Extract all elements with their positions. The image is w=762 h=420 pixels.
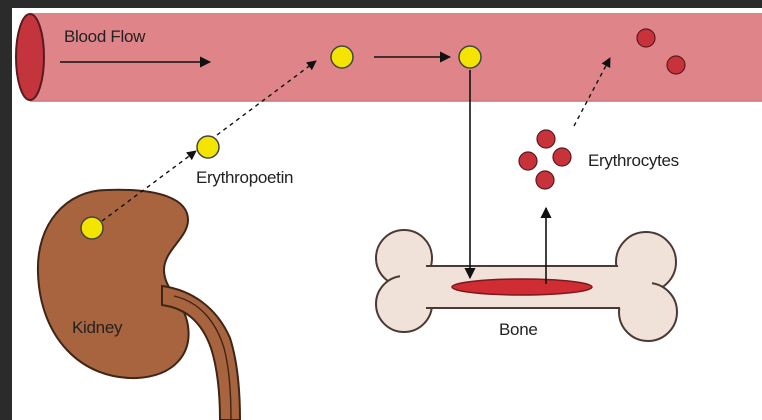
diagram-frame: Blood Flow Erythropoetin Erythrocytes Ki… (12, 8, 762, 420)
erythrocyte-vessel-cell-1 (637, 29, 655, 47)
erythropoiesis-diagram (12, 8, 762, 420)
erythrocytes-label: Erythrocytes (588, 151, 679, 171)
erythrocyte-cluster-cell-1 (537, 130, 555, 148)
erythropoetin-circle-middle (197, 136, 219, 158)
erythropoetin-label: Erythropoetin (196, 168, 293, 188)
kidney-label: Kidney (72, 318, 122, 338)
kidney-shape (38, 190, 189, 378)
erythropoetin-circle-vessel-1 (331, 46, 353, 68)
bone-label: Bone (499, 320, 538, 340)
erythrocyte-vessel-cell-2 (667, 56, 685, 74)
blood-flow-label: Blood Flow (64, 27, 145, 47)
erythropoetin-circle-kidney (81, 217, 103, 239)
erythropoetin-circle-vessel-2 (459, 46, 481, 68)
blood-vessel-opening (16, 14, 44, 100)
erythrocyte-cluster-cell-4 (536, 171, 554, 189)
erythrocyte-cluster-cell-2 (519, 152, 537, 170)
bone-marrow (452, 279, 592, 295)
erythrocyte-cluster-cell-3 (553, 148, 571, 166)
